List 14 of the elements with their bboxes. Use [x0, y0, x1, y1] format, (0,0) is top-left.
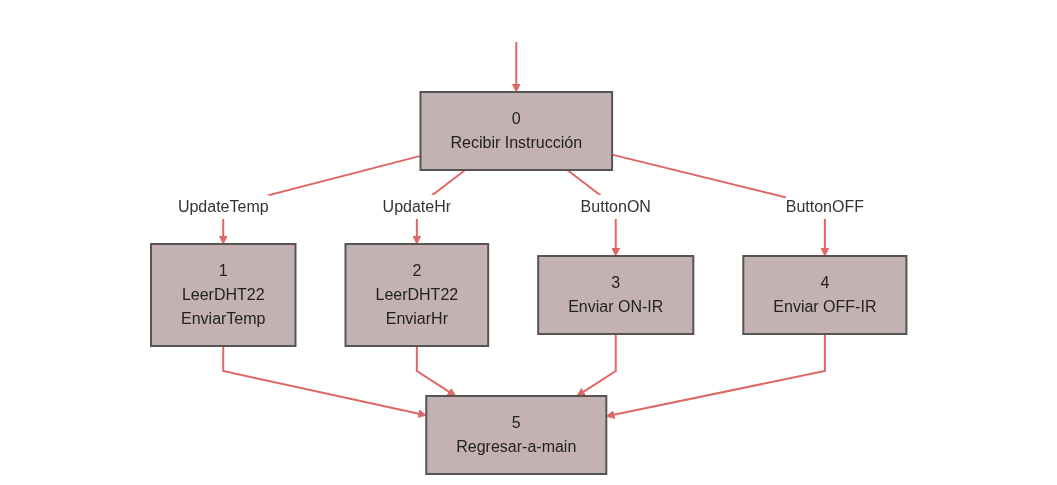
- node-box: 2 LeerDHT22 EnviarHr: [344, 242, 489, 347]
- arrow: [511, 40, 521, 92]
- node-box: 1 LeerDHT22 EnviarTemp: [149, 242, 297, 347]
- edge-label: UpdateHr: [382, 197, 451, 215]
- arrow: [576, 332, 617, 396]
- arrow: [222, 344, 427, 418]
- edge-label: UpdateTemp: [177, 197, 269, 215]
- node-box: 4 Enviar OFF-IR: [742, 254, 908, 335]
- node-box: 0 Recibir Instrucción: [419, 90, 613, 171]
- node-box: 3 Enviar ON-IR: [536, 254, 695, 335]
- node-box: 5 Regresar-a-main: [425, 394, 608, 475]
- arrow: [415, 344, 456, 396]
- edge-label: ButtonON: [580, 197, 651, 215]
- edge-label: ButtonOFF: [785, 197, 864, 215]
